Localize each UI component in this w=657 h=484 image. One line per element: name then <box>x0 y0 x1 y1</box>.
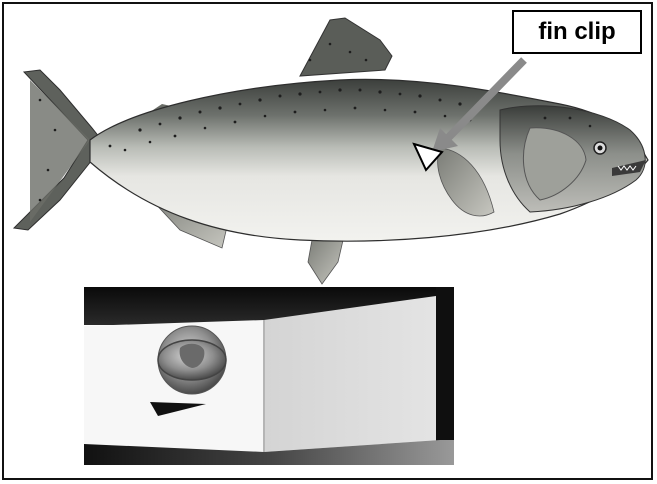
fin-clip-sample-photo <box>84 287 454 465</box>
fin-clip-label: fin clip <box>512 10 642 54</box>
penny-icon <box>158 326 226 394</box>
pelvic-fin <box>308 236 344 284</box>
dorsal-fin <box>300 18 392 76</box>
